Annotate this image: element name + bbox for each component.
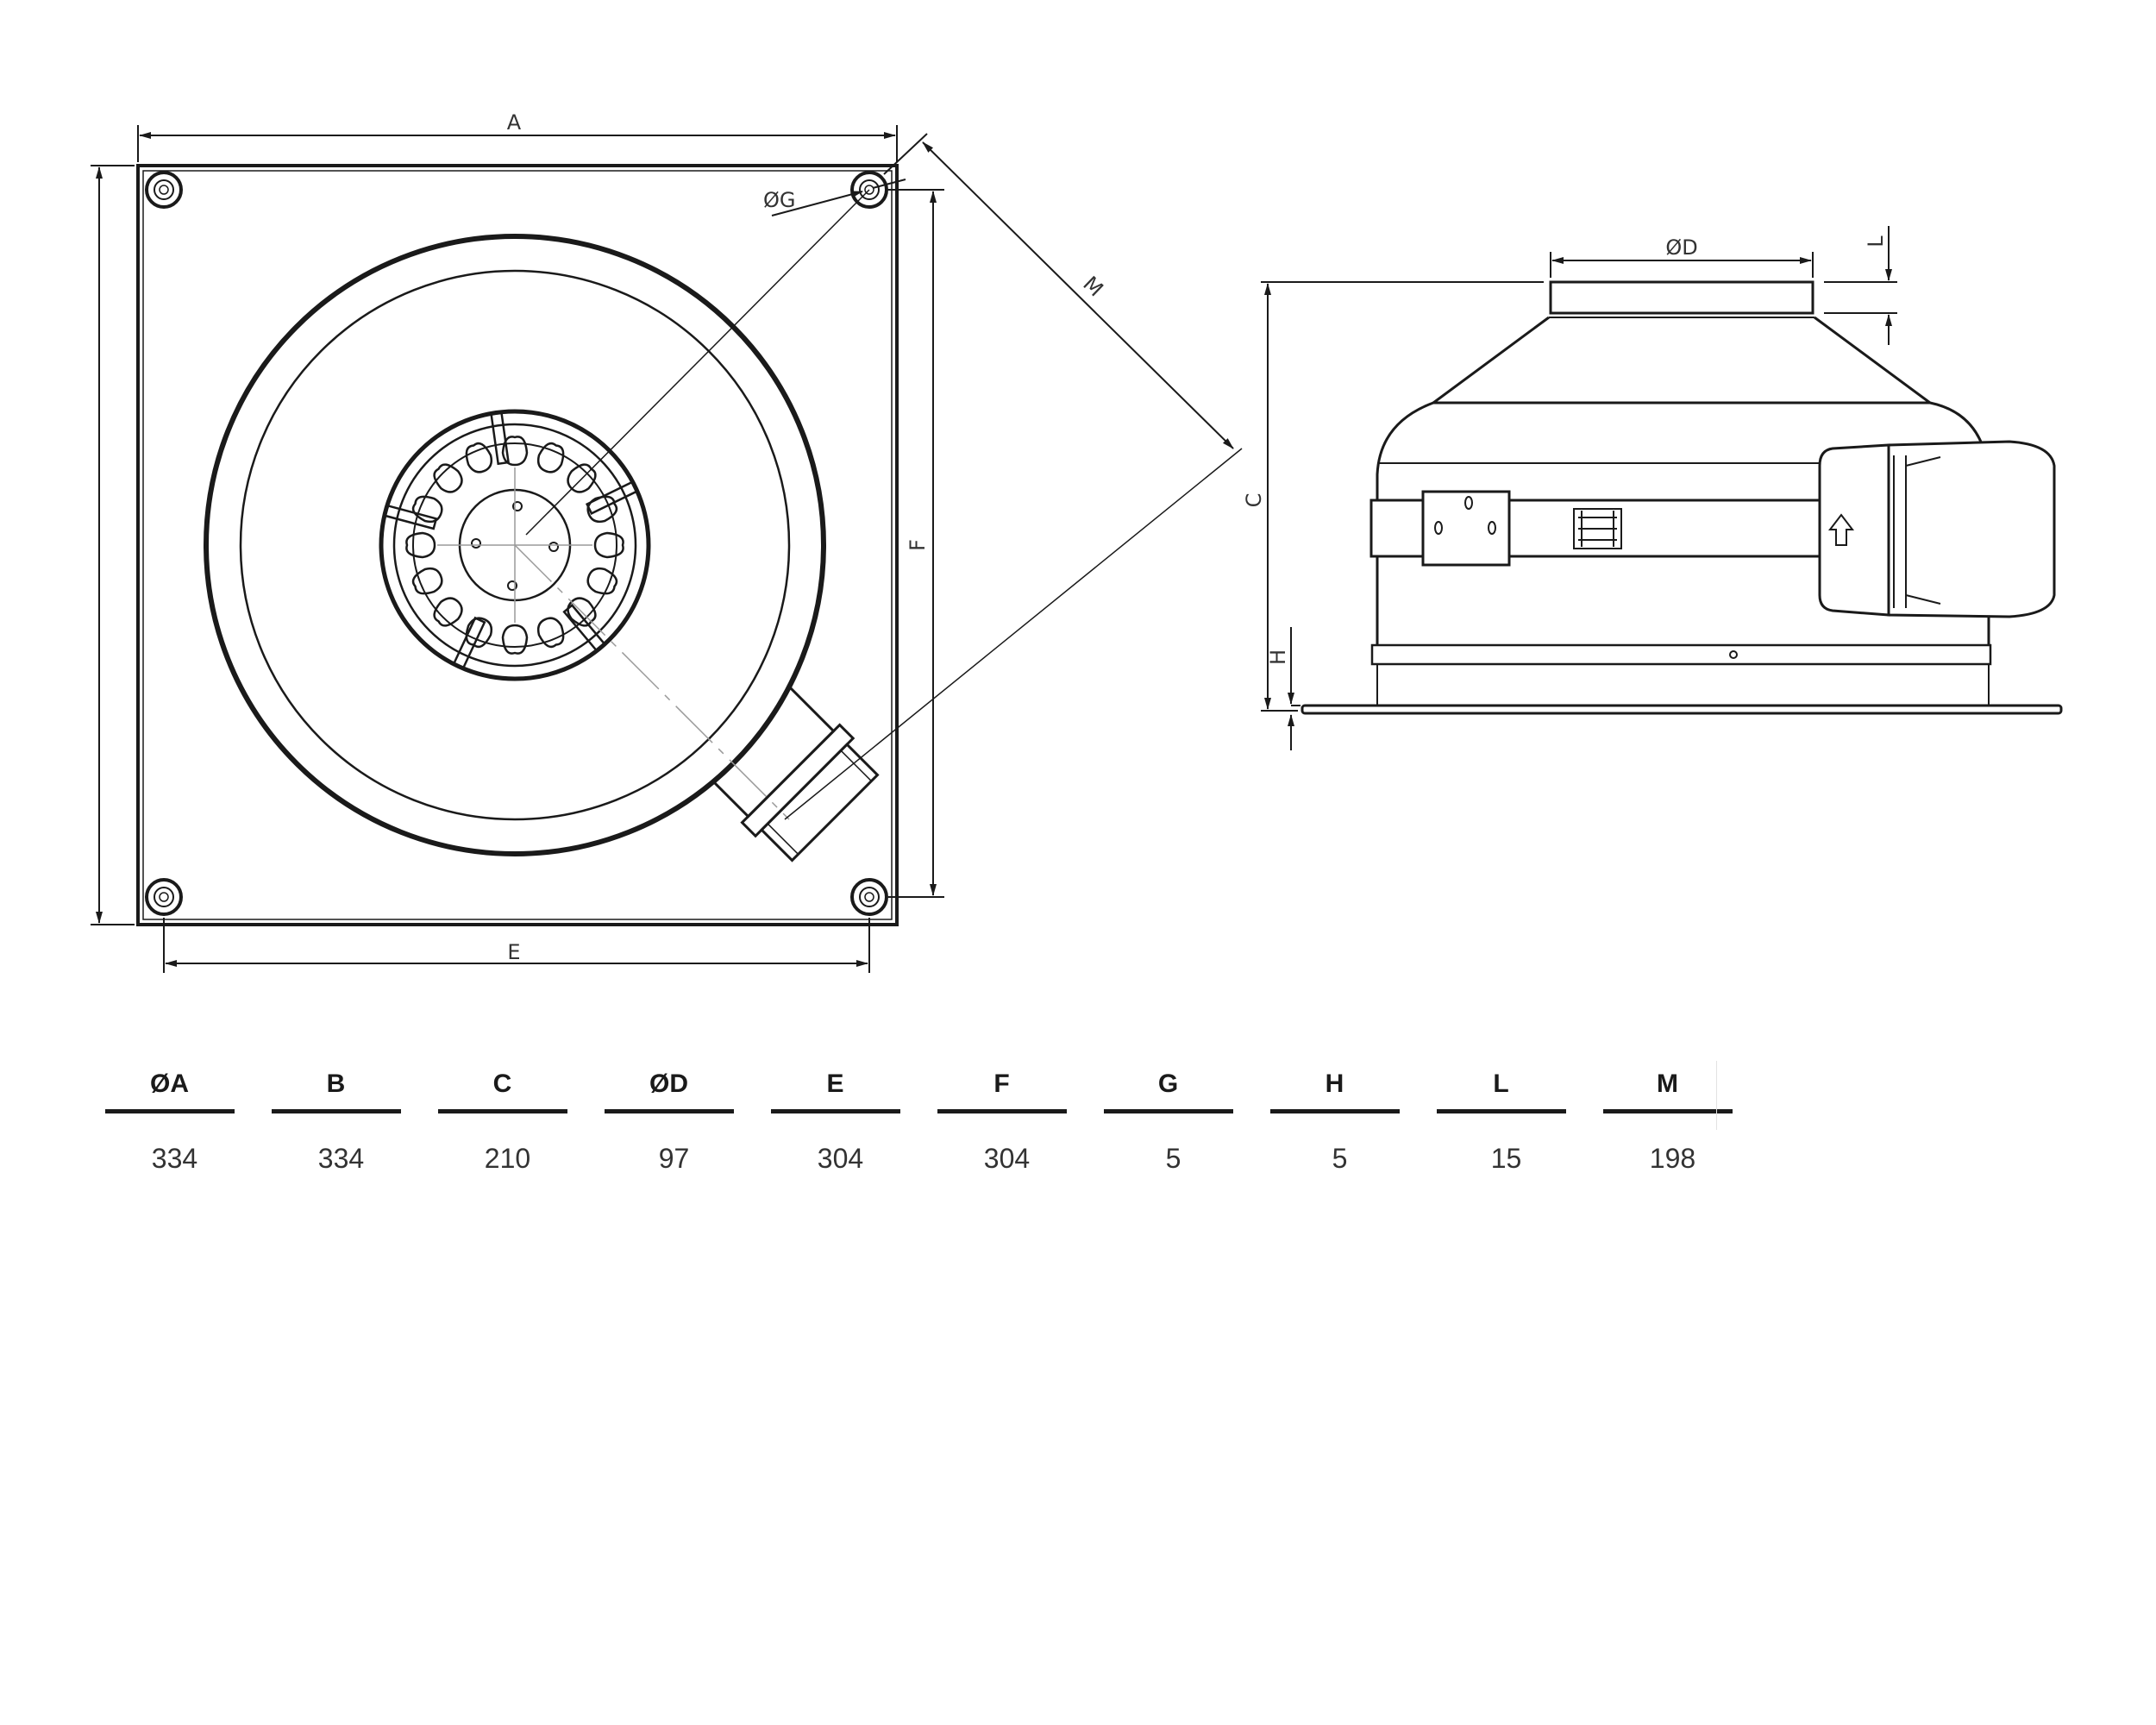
column-value: 198 <box>1649 1143 1696 1174</box>
column-value: 210 <box>484 1143 531 1174</box>
front-view <box>136 164 1243 926</box>
column-value: 334 <box>317 1143 365 1174</box>
table-column: E 304 <box>752 1070 918 1175</box>
dim-label-f: F <box>906 539 930 551</box>
table-column: F 304 <box>918 1070 1085 1175</box>
column-header: H <box>1269 1070 1400 1113</box>
dim-label-m: M <box>1078 272 1107 302</box>
table-column: H 5 <box>1251 1070 1418 1175</box>
dim-label-l: L <box>1864 235 1888 248</box>
column-value: 97 <box>658 1143 690 1174</box>
table-column: ØD 97 <box>586 1070 752 1175</box>
column-value: 5 <box>1332 1143 1348 1174</box>
column-header: M <box>1602 1070 1733 1113</box>
table-column: B 334 <box>253 1070 419 1175</box>
side-view-dimensions <box>1261 226 1897 750</box>
technical-drawing: A E F ØG M <box>91 110 2063 973</box>
front-view-dimensions <box>91 125 1234 973</box>
dim-label-h: H <box>1266 649 1290 665</box>
dim-label-e: E <box>507 940 520 964</box>
mounting-plate <box>136 164 899 926</box>
table-column: M 198 <box>1584 1070 1751 1175</box>
table-column: L 15 <box>1418 1070 1584 1175</box>
column-header: L <box>1436 1070 1566 1113</box>
column-header: B <box>271 1070 401 1113</box>
column-value: 15 <box>1490 1143 1522 1174</box>
column-value: 334 <box>151 1143 198 1174</box>
inlet-ring <box>379 409 651 681</box>
screw-icon <box>850 171 888 209</box>
column-header: G <box>1103 1070 1233 1113</box>
column-header: C <box>437 1070 567 1113</box>
column-header: F <box>937 1070 1067 1113</box>
dimensions-table: ØA 334 B 334 C 210 ØD 97 E 304 F 304 G 5… <box>86 1070 1751 1175</box>
table-column: C 210 <box>419 1070 586 1175</box>
table-divider <box>1716 1061 1717 1130</box>
lower-band <box>1370 643 1992 666</box>
column-value: 5 <box>1165 1143 1181 1174</box>
column-header: ØA <box>104 1070 235 1113</box>
inlet-collar <box>1549 280 1814 315</box>
column-value: 304 <box>983 1143 1031 1174</box>
side-view <box>1300 280 2063 715</box>
dim-label-d: ØD <box>1665 235 1697 260</box>
side-view-labels: ØD L C H <box>1242 235 1888 665</box>
column-header: ØD <box>604 1070 734 1113</box>
screw-icon <box>145 878 183 916</box>
dim-label-c: C <box>1242 493 1266 508</box>
table-column: ØA 334 <box>86 1070 253 1175</box>
impeller-blades <box>384 411 638 669</box>
screw-icon <box>850 878 888 916</box>
column-header: E <box>770 1070 900 1113</box>
base-flange <box>1300 704 2063 715</box>
dim-label-g: ØG <box>763 188 796 212</box>
terminal-box <box>1818 440 2056 618</box>
airflow-arrow-icon <box>1827 513 1855 546</box>
screw-icon <box>145 171 183 209</box>
label-plate-icon <box>1573 508 1622 549</box>
dim-label-a: A <box>507 110 522 135</box>
column-value: 304 <box>817 1143 864 1174</box>
table-column: G 5 <box>1085 1070 1251 1175</box>
